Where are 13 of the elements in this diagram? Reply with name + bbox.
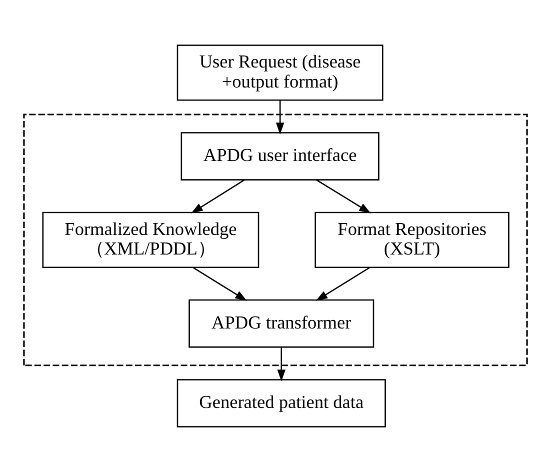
arrow bbox=[276, 100, 284, 134]
arrow bbox=[191, 179, 245, 214]
node-box: Format Repositories (XSLT) bbox=[314, 212, 510, 268]
node-box: APDG user interface bbox=[180, 132, 380, 180]
node-box: Generated patient data bbox=[176, 379, 386, 428]
node-box: User Request (disease +output format) bbox=[176, 44, 384, 101]
node-box: APDG transformer bbox=[188, 299, 374, 348]
cluster bbox=[23, 114, 528, 366]
node-box: Formalized Knowledge （XML/PDDL） bbox=[42, 212, 260, 268]
arrow bbox=[316, 266, 370, 301]
arrow bbox=[192, 266, 247, 301]
arrow bbox=[277, 347, 286, 382]
arrow bbox=[316, 179, 371, 214]
